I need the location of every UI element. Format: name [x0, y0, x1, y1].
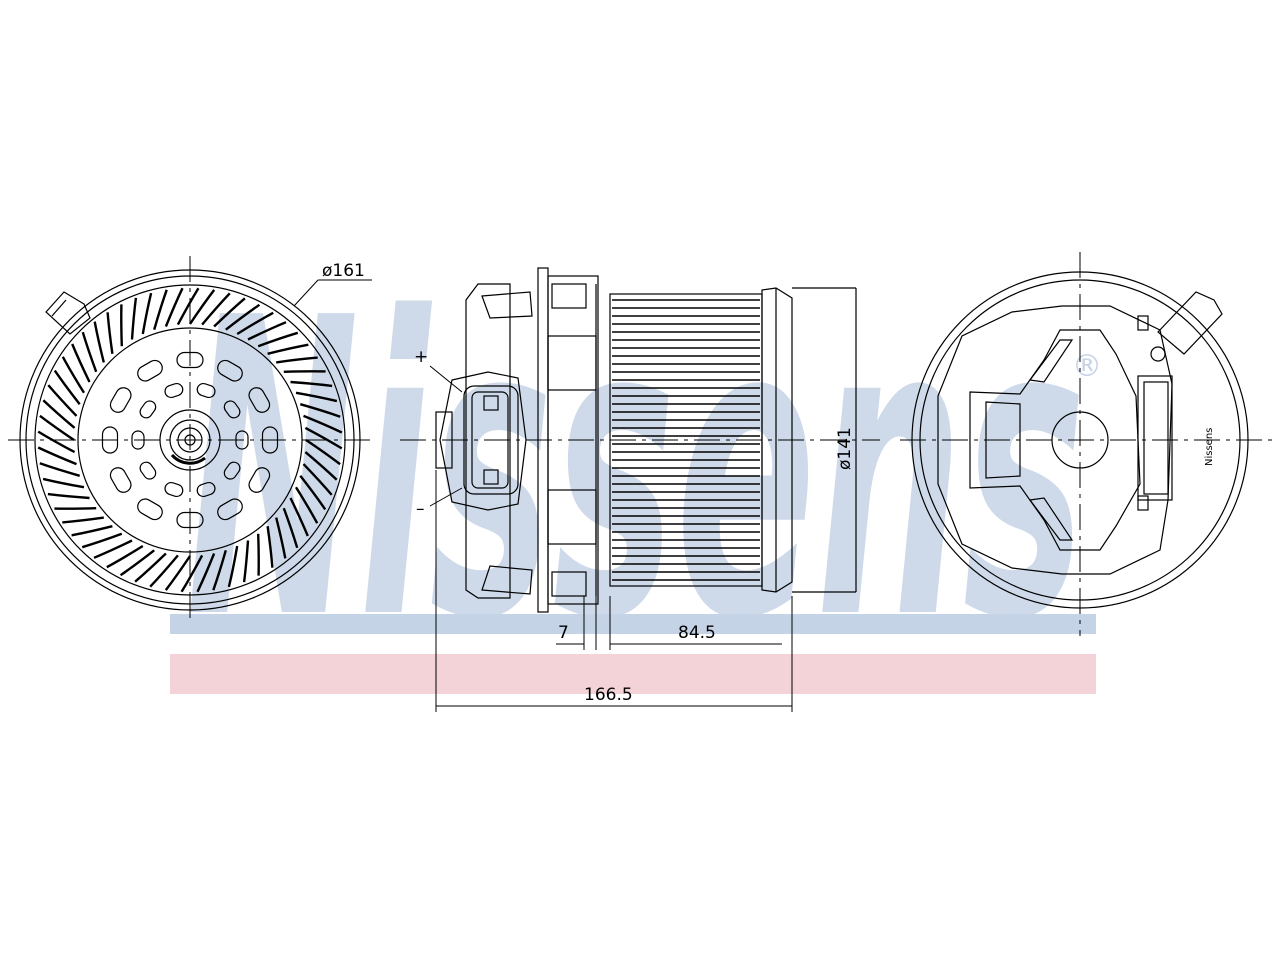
fan-blade: [225, 303, 261, 331]
hub-slot: [223, 461, 241, 480]
hub-slot: [109, 467, 132, 493]
fan-blade: [236, 311, 274, 336]
fan-blade: [119, 549, 155, 577]
watermark-underline: [170, 614, 1096, 634]
fan-blade: [130, 297, 138, 340]
positive-terminal-label: +: [414, 347, 428, 367]
fan-blade: [164, 555, 191, 591]
fan-blade: [141, 292, 153, 335]
hub-slot: [137, 359, 163, 382]
fan-blade: [81, 331, 98, 373]
hub-slot: [217, 498, 243, 521]
fan-blade: [47, 384, 78, 417]
motor-diameter-label: ø141: [835, 427, 855, 470]
fan-blade: [180, 554, 204, 593]
fan-blade: [81, 532, 123, 549]
fan-blade: [289, 497, 309, 537]
fan-blade: [283, 370, 326, 373]
fan-blade: [302, 463, 333, 496]
registered-mark: ®: [1072, 349, 1102, 384]
fan-blade: [176, 287, 200, 326]
fan-blade: [37, 446, 77, 466]
hub-slot: [248, 467, 271, 493]
fan-blade: [93, 539, 133, 559]
fan-blade: [39, 462, 81, 477]
fan-blade: [71, 525, 113, 537]
hub-slot: [164, 481, 184, 498]
fan-blade: [42, 399, 76, 429]
watermark-band: [170, 654, 1096, 694]
watermark-logo: Nissens: [186, 231, 1086, 709]
fan-blade: [257, 331, 299, 348]
fan-blades: [37, 287, 343, 593]
fan-blade: [213, 297, 246, 328]
negative-terminal-label: –: [416, 499, 425, 519]
fan-blade: [134, 552, 167, 583]
fan-blade: [54, 507, 97, 510]
hub-slot: [217, 359, 243, 382]
fan-blade: [189, 289, 216, 325]
motor-side-view: [435, 267, 857, 613]
fan-blade: [227, 545, 239, 588]
rear-center-lines: [900, 252, 1276, 636]
fan-blade: [106, 312, 114, 354]
fan-blade: [294, 486, 319, 524]
fan-blade: [47, 492, 90, 500]
dimension-lines: [435, 470, 793, 712]
fan-blade: [71, 343, 91, 383]
fan-blade: [257, 533, 260, 576]
fan-blade: [275, 517, 287, 559]
fan-blade: [106, 544, 144, 569]
fan-blade: [295, 391, 338, 403]
fan-blade: [299, 403, 341, 418]
fan-blade: [153, 289, 168, 331]
fan-blade: [62, 516, 104, 524]
fan-blade: [304, 426, 343, 450]
fan-blade: [305, 439, 341, 466]
fan-blade: [242, 540, 250, 583]
fan-diameter-label: ø161: [322, 261, 365, 281]
fan-blade: [290, 380, 333, 388]
fan-blade: [212, 549, 227, 591]
fan-blade: [120, 304, 123, 347]
fan-blade: [93, 321, 105, 363]
fan-blade: [299, 475, 327, 511]
hub-slot: [137, 498, 163, 521]
fan-blade: [276, 356, 318, 364]
drum-ribs: [612, 299, 760, 581]
hub-slot: [248, 387, 271, 413]
terminal-marks: + –: [414, 347, 463, 519]
overall-length-label: 166.5: [584, 685, 633, 705]
fan-blade: [37, 430, 76, 454]
watermark: Nissens ®: [170, 231, 1102, 709]
flange-thickness-label: 7: [558, 623, 569, 643]
fan-diameter-callout: ø161: [293, 261, 372, 307]
fan-center-lines: [8, 256, 372, 618]
fan-blade: [42, 477, 85, 489]
fan-blade: [201, 292, 231, 326]
fan-blade: [164, 287, 184, 327]
fan-blade: [266, 526, 274, 568]
hub-slot: [164, 382, 184, 399]
fan-blade: [304, 451, 338, 481]
fan-blade: [61, 356, 86, 394]
fan-blade: [282, 507, 299, 549]
fan-blade: [267, 343, 309, 355]
hub-slot: [139, 461, 157, 480]
hub-slot: [109, 387, 132, 413]
fan-blade: [196, 553, 216, 593]
fan-blade: [149, 554, 179, 588]
fan-blade: [53, 369, 81, 405]
fan-blade: [247, 321, 287, 341]
hub-slot: [196, 481, 216, 498]
drum-length-label: 84.5: [678, 623, 716, 643]
hub-slot: [196, 382, 216, 399]
fan-blade: [39, 414, 75, 441]
hub-slot: [223, 400, 241, 419]
rear-brand-label: Nissens: [1204, 428, 1215, 466]
fan-blade: [303, 414, 343, 434]
hub-slot: [139, 400, 157, 419]
